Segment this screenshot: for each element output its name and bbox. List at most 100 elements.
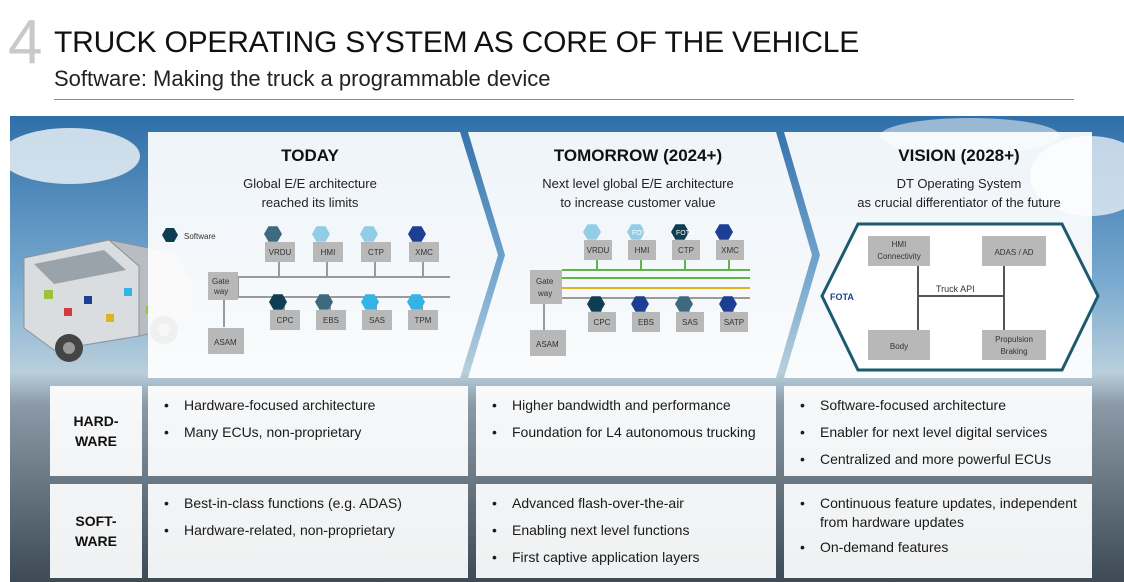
ecu-hmi-box [313,242,343,262]
software-hex-icon [407,294,425,310]
tomorrow-architecture-diagram: Gate way ASAM VRDU HMI CTP XMC FOTA FOTA CPC E… [530,224,750,356]
svg-text:Propulsion: Propulsion [995,335,1033,344]
list-item: On-demand features [798,538,1080,557]
vision-subtitle: DT Operating System as crucial different… [857,176,1061,210]
ecu-ebs-box [316,310,346,330]
page-title: TRUCK OPERATING SYSTEM AS CORE OF THE VE… [54,26,860,59]
software-hex-icon [671,224,689,240]
ecu-sas-label: SAS [682,318,698,327]
fota-label: FOTA [830,292,854,302]
list-item: Foundation for L4 autonomous trucking [490,423,764,442]
software-row-label: SOFT-WARE [50,484,142,578]
ecu-ctp-label: CTP [678,246,694,255]
hardware-tomorrow-cell: Higher bandwidth and performance Foundat… [476,386,776,476]
svg-text:HMI: HMI [892,240,907,249]
ecu-xmc-label: XMC [721,246,739,255]
ecu-hmi-label: HMI [321,248,336,257]
ecu-satp-box [720,312,748,332]
ecu-sas-label: SAS [369,316,385,325]
today-subtitle: Global E/E architecture reached its limi… [243,176,377,210]
software-hex-icon [315,294,333,310]
software-hex-icon [583,224,601,240]
svg-text:way: way [537,289,552,298]
list-item: Many ECUs, non-proprietary [162,423,456,442]
vision-architecture-diagram: FOTA Truck API HMI Connectivity ADAS / A… [820,222,1100,372]
software-hex-icon [631,296,649,312]
software-hex-icon [312,226,330,242]
software-hex-icon [715,224,733,240]
ecu-ctp-label: CTP [368,248,384,257]
today-title: TODAY [281,146,339,165]
software-hex-icon [264,226,282,242]
tomorrow-subtitle: Next level global E/E architecture to in… [542,176,734,210]
software-hex-icon [408,226,426,242]
ecu-vrdu-label: VRDU [269,248,292,257]
ecu-xmc-label: XMC [415,248,433,257]
list-item: Hardware-related, non-proprietary [162,521,456,540]
software-hex-icon [675,296,693,312]
gateway-box [208,272,238,300]
fota-tag: FOTA [632,230,650,237]
vision-title: VISION (2028+) [898,146,1020,165]
software-legend-icon [162,228,178,242]
list-item: Software-focused architecture [798,396,1080,415]
list-item: Centralized and more powerful ECUs [798,450,1080,469]
ecu-sas-box [676,312,704,332]
software-hex-icon [269,294,287,310]
list-item: Advanced flash-over-the-air [490,494,764,513]
list-item: Enabling next level functions [490,521,764,540]
gateway-label: Gate [212,277,230,286]
software-hex-icon [719,296,737,312]
ecu-tpm-box [408,310,438,330]
gateway-box [530,270,562,304]
software-today-cell: Best-in-class functions (e.g. ADAS) Hard… [148,484,468,578]
hardware-row-label: HARD-WARE [50,386,142,476]
tomorrow-title: TOMORROW (2024+) [553,146,723,165]
adas-ad-label: ADAS / AD [994,248,1033,257]
legend-label: Software [184,232,216,241]
list-item: Hardware-focused architecture [162,396,456,415]
ecu-vrdu-label: VRDU [587,246,610,255]
software-vision-cell: Continuous feature updates, independent … [784,484,1092,578]
ecu-ebs-label: EBS [323,316,339,325]
ecu-xmc-box [409,242,439,262]
propulsion-braking-box [982,330,1046,360]
software-hex-icon [360,226,378,242]
software-hex-icon [587,296,605,312]
ecu-ebs-label: EBS [638,318,654,327]
ecu-ctp-box [672,240,700,260]
ecu-ctp-box [361,242,391,262]
title-divider [54,99,1074,100]
ecu-cpc-box [270,310,300,330]
body-label: Body [890,342,908,351]
svg-text:Gate: Gate [536,277,554,286]
list-item: First captive application layers [490,548,764,567]
asam-box [208,328,244,354]
page-subtitle: Software: Making the truck a programmabl… [54,66,551,91]
fota-tag: FOTA [676,230,694,237]
ecu-xmc-box [716,240,744,260]
hmi-connectivity-box [868,236,930,266]
software-tomorrow-cell: Advanced flash-over-the-air Enabling nex… [476,484,776,578]
ecu-tpm-label: TPM [415,316,432,325]
ecu-hmi-label: HMI [635,246,650,255]
asam-box [530,330,566,356]
adas-ad-box [982,236,1046,266]
asam-label: ASAM [536,340,559,349]
software-hex-icon [627,224,645,240]
hardware-vision-cell: Software-focused architecture Enabler fo… [784,386,1092,476]
ecu-cpc-label: CPC [594,318,611,327]
ecu-cpc-label: CPC [277,316,294,325]
svg-text:way: way [213,287,228,296]
ecu-hmi-box [628,240,656,260]
list-item: Higher bandwidth and performance [490,396,764,415]
list-item: Enabler for next level digital services [798,423,1080,442]
body-box [868,330,930,360]
svg-text:Braking: Braking [1000,347,1027,356]
slide-number: 4 [8,8,43,77]
truck-api-label: Truck API [936,284,975,294]
hardware-today-cell: Hardware-focused architecture Many ECUs,… [148,386,468,476]
ecu-vrdu-box [265,242,295,262]
ecu-vrdu-box [584,240,612,260]
